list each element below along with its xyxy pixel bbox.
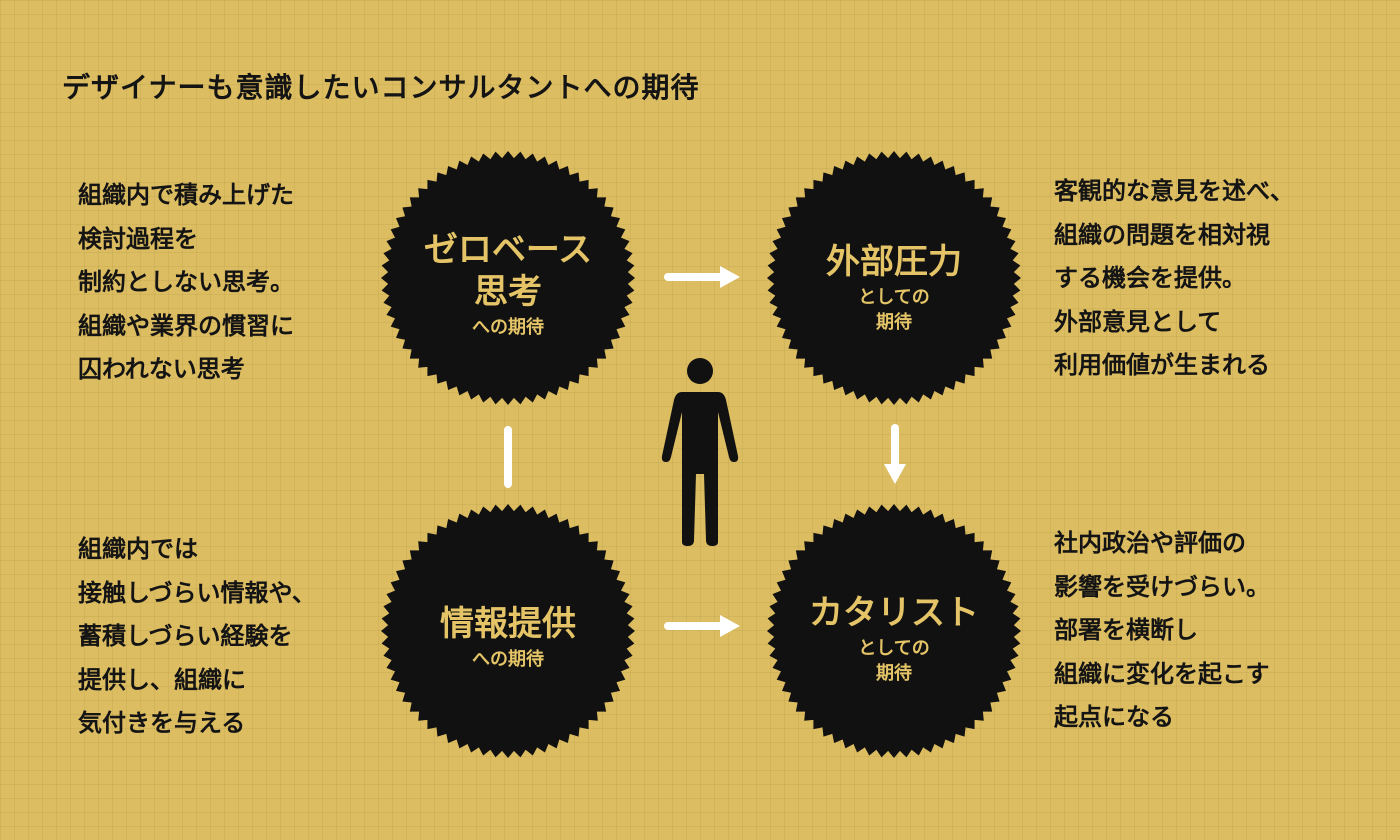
description-line: 組織に変化を起こす (1054, 659, 1270, 688)
circle-subtitle: への期待 (472, 648, 544, 670)
circle-subtitle: 期待 (876, 663, 912, 684)
circle-external-pressure: 外部圧力 としての 期待 (766, 150, 1022, 406)
arrow-down-icon (884, 424, 906, 484)
description-external: 客観的な意見を述べ、 組織の問題を相対視 する機会を提供。 外部意見として 利用… (1054, 170, 1294, 388)
circle-title-line: 外部圧力 (826, 242, 962, 282)
gear-circle-shape (381, 151, 635, 405)
circle-title-line: カタリスト (809, 593, 979, 633)
description-line: 接触しづらい情報や、 (78, 578, 316, 607)
circle-info-providing: 情報提供 への期待 (380, 503, 636, 759)
circle-subtitle: としての (858, 287, 930, 308)
description-line: 提供し、組織に (78, 665, 246, 694)
description-zero-base: 組織内で積み上げた 検討過程を 制約としない思考。 組織や業界の慣習に 囚われな… (78, 174, 294, 392)
circle-zero-base: ゼロベース 思考 への期待 (380, 150, 636, 406)
circle-subtitle: としての (858, 638, 930, 659)
description-line: 起点になる (1054, 703, 1174, 731)
circle-title-line: 情報提供 (440, 603, 576, 644)
diagram-title: デザイナーも意識したいコンサルタントへの期待 (62, 71, 700, 104)
description-line: 客観的な意見を述べ、 (1054, 177, 1294, 205)
description-line: 蓄積しづらい経験を (78, 622, 293, 650)
circle-title-line: 思考 (474, 271, 542, 312)
gear-circle-shape (767, 151, 1021, 405)
person-icon (661, 358, 739, 546)
description-line: 囚われない思考 (78, 355, 245, 383)
arrow-right-icon (664, 615, 740, 637)
description-line: する機会を提供。 (1054, 264, 1246, 292)
description-line: 部署を横断し (1054, 616, 1198, 644)
description-line: 社内政治や評価の (1054, 529, 1246, 557)
gear-circle-shape (767, 504, 1021, 758)
circle-catalyst: カタリスト としての 期待 (766, 503, 1022, 759)
arrow-right-icon (664, 266, 740, 288)
circle-subtitle: 期待 (876, 312, 912, 333)
description-catalyst: 社内政治や評価の 影響を受けづらい。 部署を横断し 組織に変化を起こす 起点にな… (1054, 522, 1270, 740)
circle-title-line: ゼロベース (423, 229, 593, 270)
description-line: 検討過程を (78, 224, 198, 253)
description-line: 制約としない思考。 (78, 268, 294, 296)
connector-line (504, 426, 512, 488)
description-line: 外部意見として (1054, 307, 1222, 336)
description-line: 組織や業界の慣習に (78, 311, 294, 340)
description-line: 組織内では (78, 535, 198, 563)
description-info: 組織内では 接触しづらい情報や、 蓄積しづらい経験を 提供し、組織に 気付きを与… (78, 528, 316, 746)
description-line: 利用価値が生まれる (1054, 351, 1270, 379)
circle-subtitle: への期待 (472, 316, 544, 338)
description-line: 組織内で積み上げた (78, 181, 294, 209)
description-line: 気付きを与える (78, 709, 246, 737)
description-line: 組織の問題を相対視 (1054, 220, 1270, 249)
description-line: 影響を受けづらい。 (1054, 572, 1270, 601)
gear-circle-shape (381, 504, 635, 758)
